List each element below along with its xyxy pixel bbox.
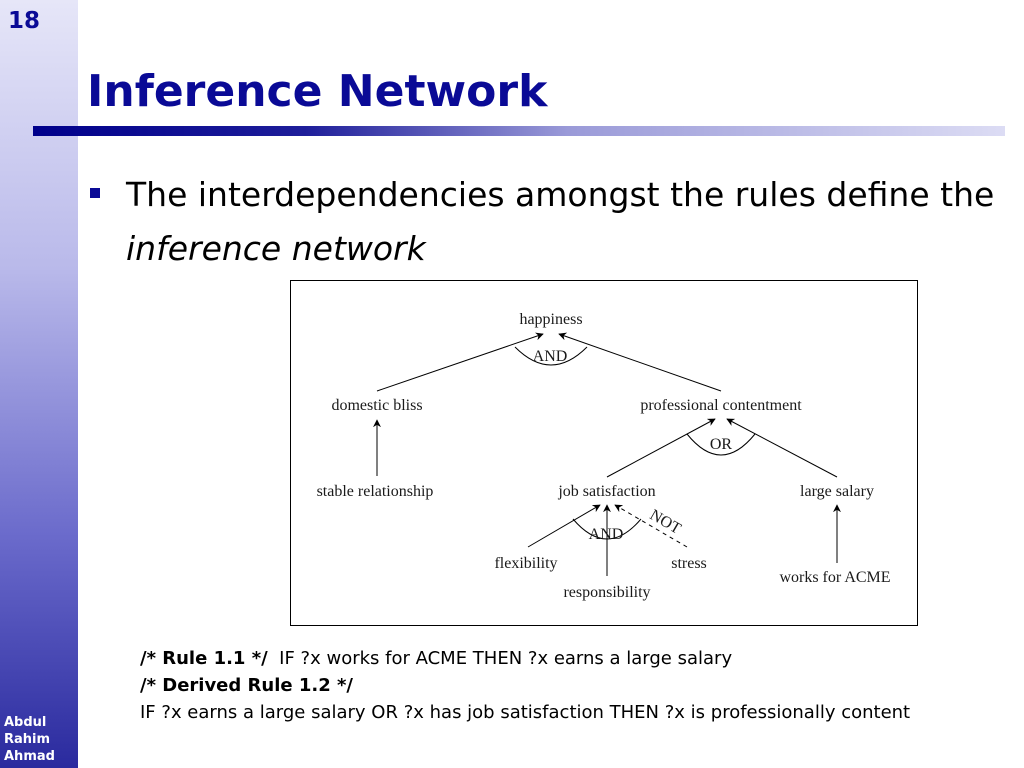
edge-large-salary-to-professional-contentment (726, 418, 838, 478)
node-happiness: happiness (519, 311, 582, 328)
node-stress: stress (671, 555, 707, 572)
node-domestic-bliss: domestic bliss (331, 397, 422, 414)
rule-1-label: /* Rule 1.1 */ (140, 648, 268, 669)
bullet-square-icon (90, 188, 100, 198)
title-underline (33, 126, 1005, 136)
edge-professional-contentment-to-happiness (558, 332, 722, 392)
node-responsibility: responsibility (563, 584, 650, 601)
slide-title: Inference Network (87, 66, 548, 117)
node-professional-contentment: professional contentment (640, 397, 802, 414)
edge-job-satisfaction-to-professional-contentment (606, 418, 716, 478)
inference-network-diagram: happiness domestic bliss professional co… (290, 280, 918, 626)
bullet-text: The interdependencies amongst the rules … (126, 168, 1006, 276)
edge-flexibility-to-job-satisfaction (527, 504, 601, 548)
rule-1-text: IF ?x works for ACME THEN ?x earns a lar… (279, 648, 733, 669)
connector-or: OR (710, 436, 733, 453)
side-bar: 18 Abdul Rahim Ahmad (0, 0, 78, 768)
connector-not: NOT (647, 507, 684, 538)
or-arc (686, 433, 756, 456)
node-large-salary: large salary (800, 483, 874, 500)
rules-block: /* Rule 1.1 */ IF ?x works for ACME THEN… (140, 645, 1000, 726)
inference-network-svg: happiness domestic bliss professional co… (317, 311, 891, 601)
and-arc-top (514, 346, 588, 366)
rule-2-label-line: /* Derived Rule 1.2 */ (140, 672, 1000, 699)
slide-number: 18 (8, 8, 41, 34)
bullet-text-italic: inference network (126, 229, 426, 268)
edge-stress-to-job-satisfaction (614, 504, 688, 548)
rule-1-line: /* Rule 1.1 */ IF ?x works for ACME THEN… (140, 645, 1000, 672)
connector-and-bottom: AND (589, 526, 624, 543)
bullet-text-plain: The interdependencies amongst the rules … (126, 175, 995, 214)
rule-2-text: IF ?x earns a large salary OR ?x has job… (140, 702, 911, 723)
node-job-satisfaction: job satisfaction (557, 483, 655, 500)
connector-and-top: AND (533, 348, 568, 365)
rule-2-label: /* Derived Rule 1.2 */ (140, 675, 354, 696)
node-flexibility: flexibility (494, 555, 557, 572)
edge-domestic-bliss-to-happiness (376, 332, 544, 392)
node-works-for-acme: works for ACME (779, 569, 890, 586)
author-name: Abdul Rahim Ahmad (4, 715, 55, 764)
node-stable-relationship: stable relationship (317, 483, 434, 500)
and-arc-bottom (572, 518, 642, 540)
